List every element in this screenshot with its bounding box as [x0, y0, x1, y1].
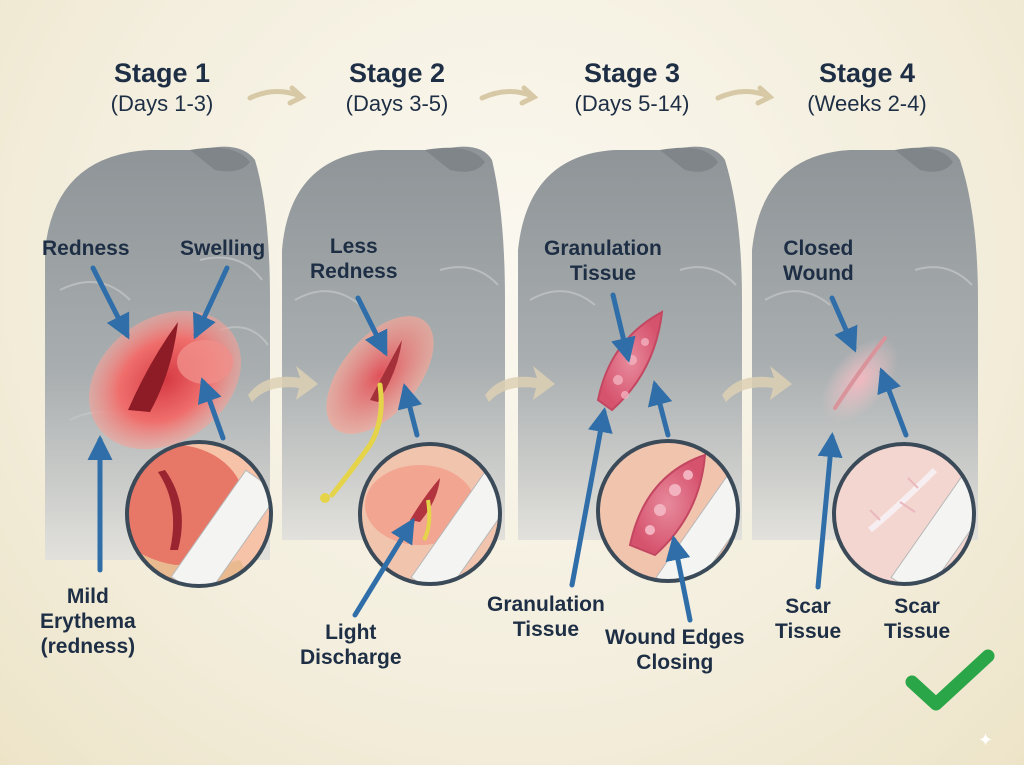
- stage-2-range: (Days 3-5): [345, 91, 449, 116]
- label-line: Wound Edges: [605, 626, 745, 649]
- label-line: Erythema: [40, 610, 136, 633]
- label-swelling: Swelling: [180, 236, 265, 261]
- label-line: Granulation: [487, 593, 605, 616]
- label-line: Scar: [785, 595, 831, 618]
- label-redness: Redness: [42, 236, 130, 261]
- stage-4-illustration: [752, 146, 978, 540]
- label-line: Less: [329, 235, 378, 258]
- label-line: Mild: [66, 585, 109, 608]
- panel-transition-arrows: [248, 366, 792, 402]
- label-line: Tissue: [569, 262, 636, 285]
- label-line: Discharge: [300, 646, 402, 669]
- label-scar-tissue-left: Scar Tissue: [775, 594, 841, 644]
- label-scar-tissue-right: Scar Tissue: [884, 594, 950, 644]
- stage-4-header: Stage 4 (Weeks 2-4): [767, 56, 967, 118]
- label-line: Closed: [783, 237, 854, 260]
- callout-arrows: [87, 265, 909, 623]
- stage-1-range: (Days 1-3): [110, 91, 214, 116]
- stage-4-range: (Weeks 2-4): [807, 91, 927, 116]
- stage-3-header: Stage 3 (Days 5-14): [532, 56, 732, 118]
- label-line: Scar: [894, 595, 940, 618]
- label-line: Tissue: [775, 620, 842, 643]
- label-line: Redness: [310, 260, 398, 283]
- stage-3-range: (Days 5-14): [574, 91, 690, 116]
- label-line: Granulation: [544, 237, 662, 260]
- label-line: Wound: [783, 262, 854, 285]
- stage-1-header: Stage 1 (Days 1-3): [62, 56, 262, 118]
- label-granulation-tissue-top: Granulation Tissue: [544, 236, 662, 286]
- label-line: Swelling: [180, 237, 266, 260]
- label-light-discharge: Light Discharge: [300, 620, 402, 670]
- stage-4-title: Stage 4: [818, 58, 916, 88]
- label-wound-edges-closing: Wound Edges Closing: [605, 625, 745, 675]
- label-closed-wound: Closed Wound: [783, 236, 854, 286]
- stage-3-magnifier: [596, 439, 740, 583]
- label-line: Tissue: [884, 620, 951, 643]
- stage-2-illustration: [282, 146, 505, 540]
- label-line: Tissue: [512, 618, 579, 641]
- flow-arrow-icon: [247, 85, 775, 106]
- label-less-redness: Less Redness: [310, 234, 398, 284]
- label-line: (redness): [40, 635, 136, 658]
- stage-2-title: Stage 2: [348, 58, 446, 88]
- stage-3-title: Stage 3: [583, 58, 681, 88]
- label-line: Light: [325, 621, 377, 644]
- label-line: Redness: [42, 237, 130, 260]
- label-mild-erythema: Mild Erythema (redness): [40, 584, 136, 659]
- label-line: Closing: [636, 651, 714, 674]
- stage-4-magnifier: [832, 442, 976, 586]
- label-granulation-tissue-bottom: Granulation Tissue: [487, 592, 605, 642]
- stage-1-title: Stage 1: [113, 58, 211, 88]
- sparkle-icon: ✦: [978, 730, 994, 750]
- check-icon: [905, 649, 995, 711]
- stage-2-header: Stage 2 (Days 3-5): [297, 56, 497, 118]
